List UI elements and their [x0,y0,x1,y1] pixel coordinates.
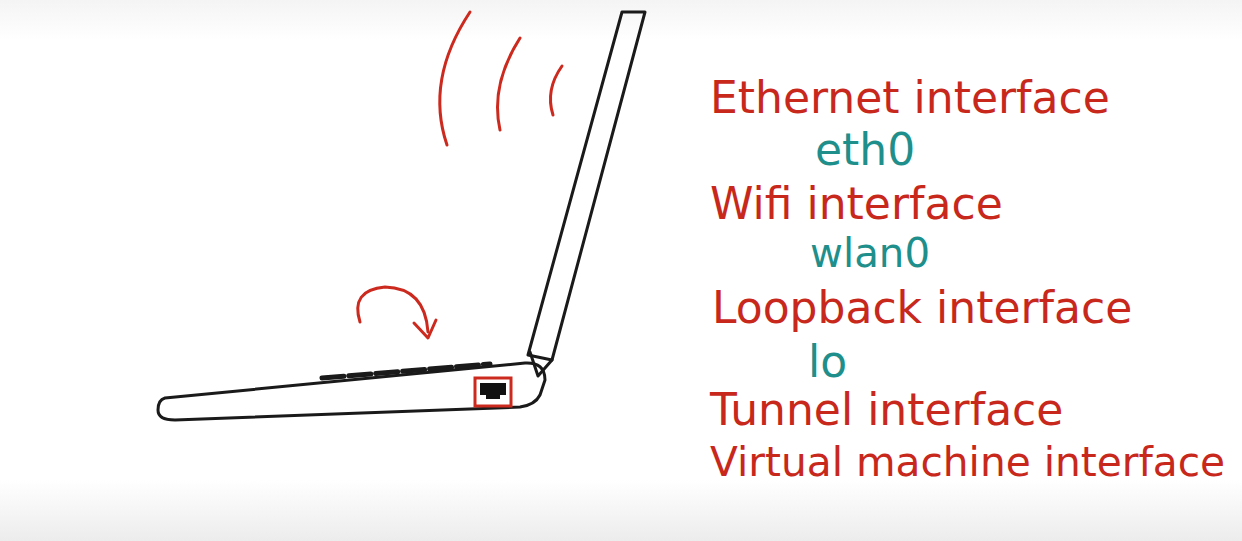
loopback-arrow [358,287,436,338]
device-name: lo [808,338,847,386]
interface-name: Virtual machine interface [710,440,1225,485]
laptop-base [158,363,545,420]
ethernet-port [475,378,511,406]
wifi-waves [440,12,562,145]
laptop-hinge [530,352,552,376]
interface-name: Loopback interface [712,284,1132,332]
interface-name: Tunnel interface [710,386,1063,434]
interface-name: Wifi interface [710,180,1003,228]
keyboard [322,364,490,378]
device-name: eth0 [815,126,915,174]
device-name: wlan0 [810,232,930,276]
laptop-screen [528,12,645,360]
interface-name: Ethernet interface [710,74,1110,122]
